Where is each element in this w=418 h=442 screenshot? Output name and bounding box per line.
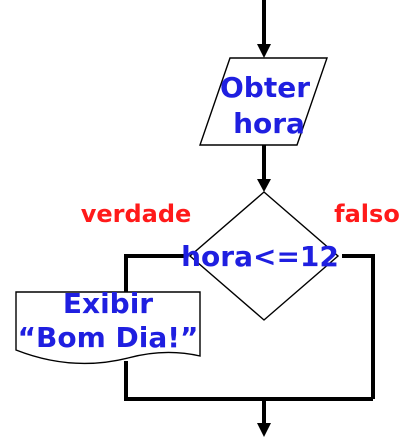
true-branch-connector	[124, 254, 184, 292]
entry-arrowhead	[257, 44, 271, 58]
output-node-shape	[15, 291, 201, 365]
merge-connector	[124, 361, 373, 401]
input-node-shape	[199, 57, 328, 146]
decision-node-shape	[188, 191, 340, 321]
output-node-line1: Exibir	[63, 287, 153, 320]
decision-arrowhead	[257, 179, 271, 192]
false-branch-connector	[342, 254, 375, 399]
true-branch-label: verdade	[81, 200, 192, 228]
decision-node-label: hora<=12	[181, 240, 339, 273]
exit-arrowhead	[257, 423, 271, 437]
input-node-line2: hora	[233, 107, 305, 140]
input-node-line1: Obter	[220, 71, 310, 104]
false-branch-label: falso	[334, 200, 400, 228]
output-node-line2: “Bom Dia!”	[18, 321, 199, 354]
